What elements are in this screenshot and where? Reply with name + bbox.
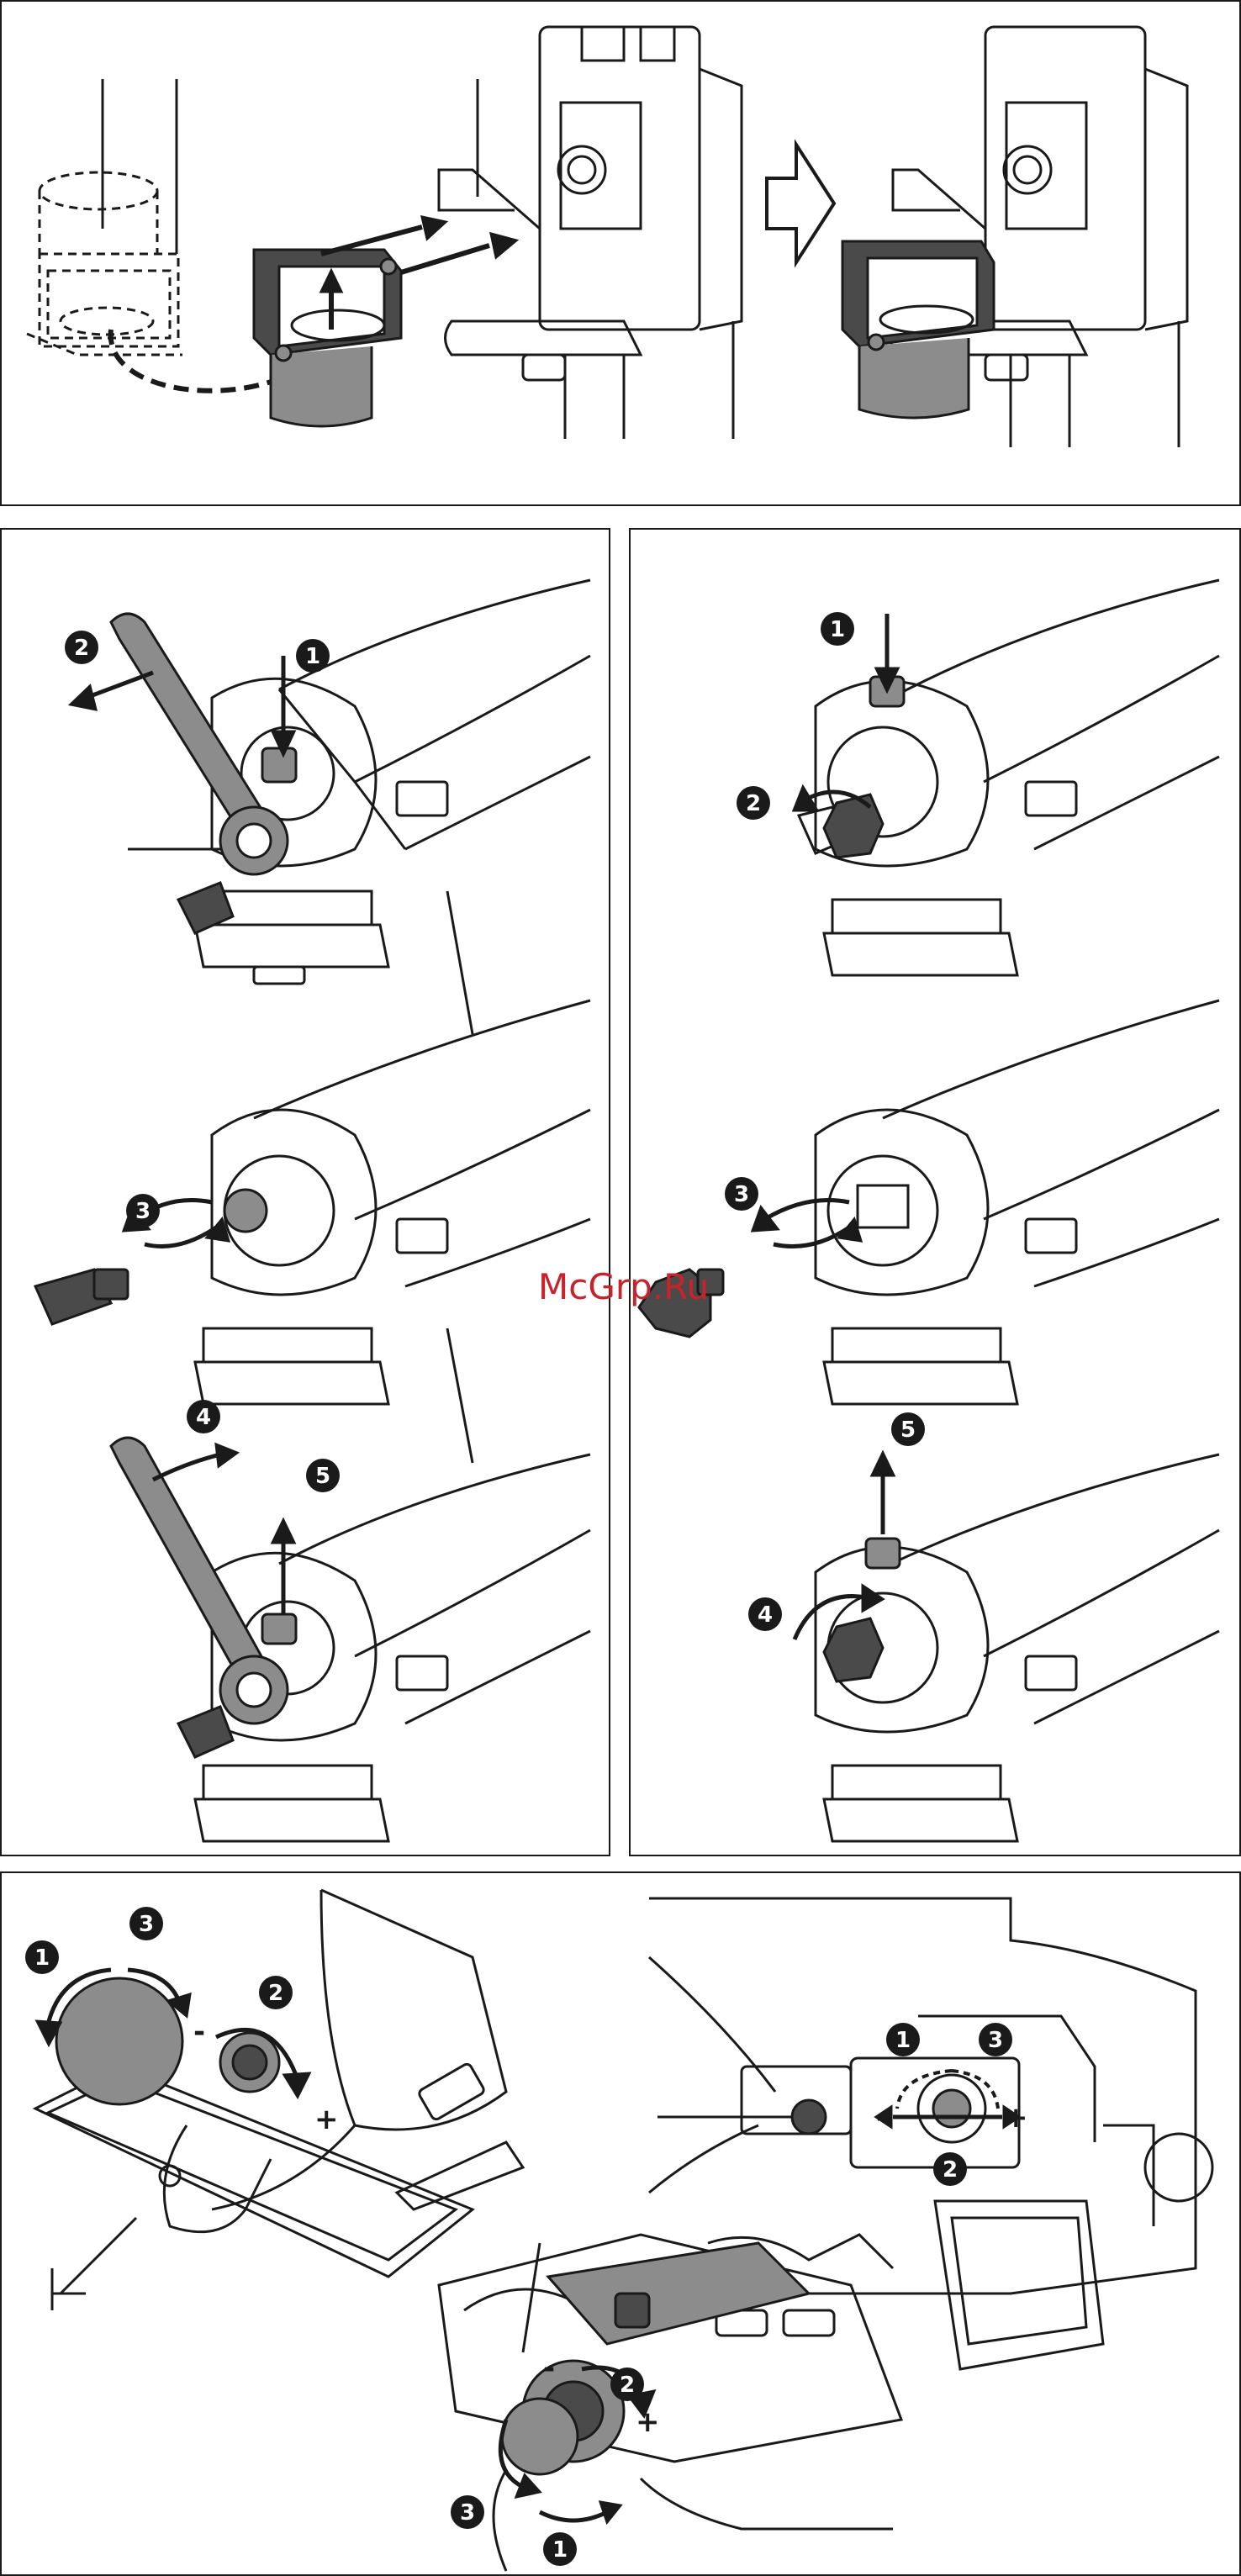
step-label-5: 5 — [315, 1464, 330, 1489]
step-label-1: 1 — [830, 617, 845, 642]
panel-collet-wrench: 1 2 3 4 5 — [0, 528, 610, 1856]
step-label-5: 5 — [900, 1417, 916, 1443]
step-label-3: 3 — [988, 2028, 1003, 2053]
step-label-3: 3 — [135, 1199, 151, 1224]
panel-dust-adapter — [0, 0, 1241, 506]
step-label-2: 2 — [620, 2373, 635, 2398]
step-label-1: 1 — [305, 644, 320, 669]
step-label-4: 4 — [758, 1602, 773, 1628]
scene-b — [35, 1000, 590, 1463]
minus-sign: - — [543, 2352, 555, 2385]
minus-sign: - — [193, 2015, 205, 2049]
step-label-1: 1 — [34, 1945, 50, 1971]
step-label-1: 1 — [552, 2537, 568, 2563]
watermark: McGrp.Ru — [538, 1266, 709, 1307]
dust-adapter-illustration — [2, 2, 1239, 504]
step-label-1: 1 — [895, 2028, 911, 2053]
minus-sign: - — [876, 2101, 888, 2135]
step-label-3: 3 — [139, 1912, 154, 1937]
step-label-3: 3 — [734, 1182, 749, 1207]
step-label-2: 2 — [746, 791, 761, 816]
scene-a — [71, 580, 590, 1034]
step-markers-right — [725, 612, 925, 1631]
depth-adjust-illustration: 1 2 3 1 2 3 1 2 3 - + - + - + — [2, 1873, 1239, 2574]
scene-c — [111, 1438, 590, 1841]
collet-wrench-illustration: 1 2 3 4 5 — [2, 530, 609, 1855]
plus-sign: + — [314, 2103, 339, 2136]
step-label-2: 2 — [943, 2157, 958, 2183]
panel-collet-nut: 1 2 3 4 5 — [629, 528, 1241, 1856]
panel-depth-adjust: 1 2 3 1 2 3 1 2 3 - + - + - + — [0, 1871, 1241, 2576]
plus-sign: + — [636, 2405, 660, 2439]
step-label-4: 4 — [196, 1405, 211, 1430]
step-label-2: 2 — [268, 1981, 283, 2006]
step-label-2: 2 — [74, 636, 89, 661]
plus-sign: + — [1004, 2101, 1028, 2135]
collet-nut-illustration: 1 2 3 4 5 — [631, 530, 1239, 1855]
step-label-3: 3 — [460, 2500, 475, 2526]
